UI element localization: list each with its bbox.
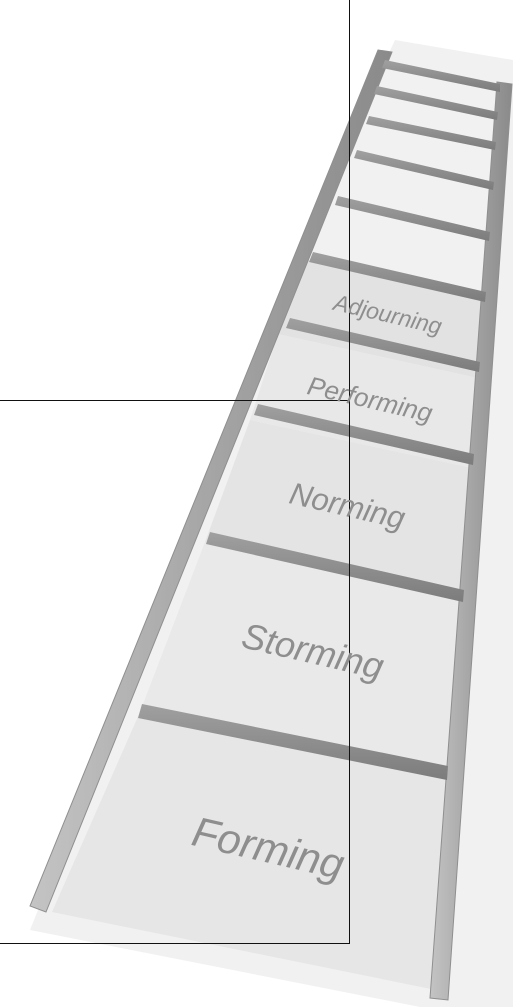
- ladder-diagram: Adjourning Performing Norming Storming F…: [0, 0, 513, 1007]
